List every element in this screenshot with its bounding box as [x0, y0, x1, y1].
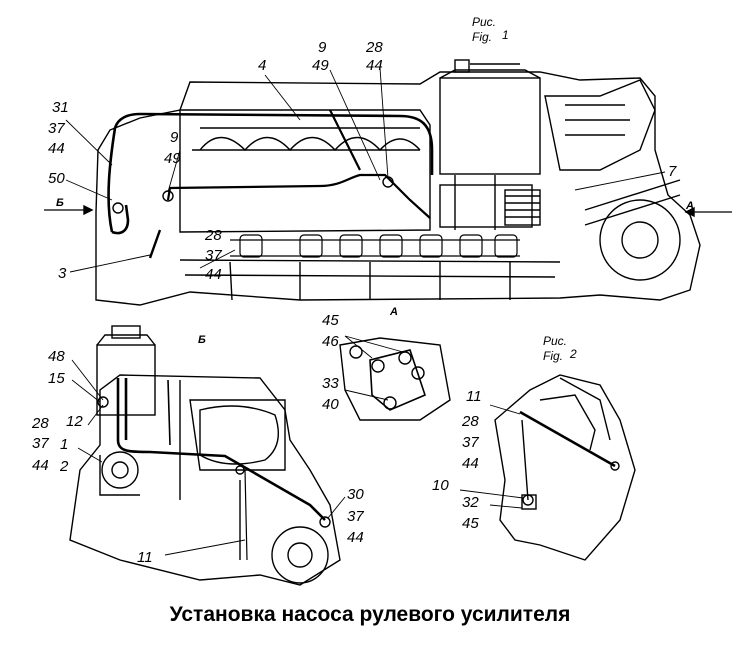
callout-28: 28 — [462, 413, 479, 430]
fig1-ref-ru: Рис. — [472, 15, 497, 29]
callout-12: 12 — [66, 413, 83, 430]
fig2-tube — [519, 410, 616, 468]
callout-28: 28 — [366, 39, 383, 56]
callout-37: 37 — [462, 434, 479, 451]
callout-9: 9 — [170, 129, 179, 146]
callout-45: 45 — [322, 312, 339, 329]
callout-44: 44 — [32, 457, 49, 474]
view-b-detail — [69, 325, 346, 586]
callout-3: 3 — [58, 265, 67, 282]
callout-15: 15 — [48, 370, 65, 387]
callout-11: 11 — [137, 549, 153, 566]
callout-30: 30 — [347, 486, 364, 503]
fig1-ref-num: 1 — [502, 28, 509, 42]
callout-37: 37 — [205, 247, 222, 264]
callout-4: 4 — [258, 57, 267, 74]
fig2-ref-ru: Рис. — [543, 334, 568, 348]
fig2-detail — [459, 374, 636, 561]
callout-32: 32 — [462, 494, 479, 511]
callout-33: 33 — [322, 375, 339, 392]
figure-caption: Установка насоса рулевого усилителя — [169, 603, 571, 626]
callout-50: 50 — [48, 170, 65, 187]
view-b-pressure-tube — [116, 378, 326, 521]
callout-7: 7 — [668, 163, 677, 180]
callout-44: 44 — [462, 455, 479, 472]
callout-28: 28 — [32, 415, 49, 432]
callout-37: 37 — [347, 508, 364, 525]
callout-9: 9 — [318, 39, 327, 56]
callout-44: 44 — [347, 529, 364, 546]
callout-44: 44 — [205, 266, 222, 283]
callout-28: 28 — [205, 227, 222, 244]
fig1-ref-en: Fig. — [472, 30, 493, 44]
fig1-reservoir — [439, 59, 541, 175]
view-a-arrow-label: А — [686, 200, 694, 212]
fig2-ref-en: Fig. — [543, 349, 564, 363]
callout-49: 49 — [164, 150, 181, 167]
callout-37: 37 — [48, 120, 65, 137]
callout-37: 37 — [32, 435, 49, 452]
fig2-ref-num: 2 — [570, 347, 577, 361]
callout-49: 49 — [312, 57, 329, 74]
fig1-return-line — [166, 109, 431, 219]
callout-44: 44 — [366, 57, 383, 74]
callout-11: 11 — [466, 388, 482, 405]
fig1-pressure-hose — [107, 112, 434, 235]
view-b-arrow-label: Б — [56, 197, 64, 209]
fig1-pump — [439, 175, 541, 230]
fig1-clamp-50 — [112, 202, 124, 214]
callout-48: 48 — [48, 348, 65, 365]
fig1-bolt-3 — [148, 229, 162, 259]
view-a-detail — [339, 335, 451, 421]
callout-10: 10 — [432, 477, 449, 494]
callout-46: 46 — [322, 333, 339, 350]
fig1-engine-view — [44, 59, 732, 306]
callout-44: 44 — [48, 140, 65, 157]
callout-2: 2 — [60, 458, 69, 475]
callout-40: 40 — [322, 396, 339, 413]
view-b-pump — [101, 451, 139, 489]
callout-1: 1 — [60, 436, 69, 453]
callout-31: 31 — [52, 99, 69, 116]
view-b-title: Б — [198, 334, 206, 346]
view-a-title: А — [390, 306, 398, 318]
callout-45: 45 — [462, 515, 479, 532]
